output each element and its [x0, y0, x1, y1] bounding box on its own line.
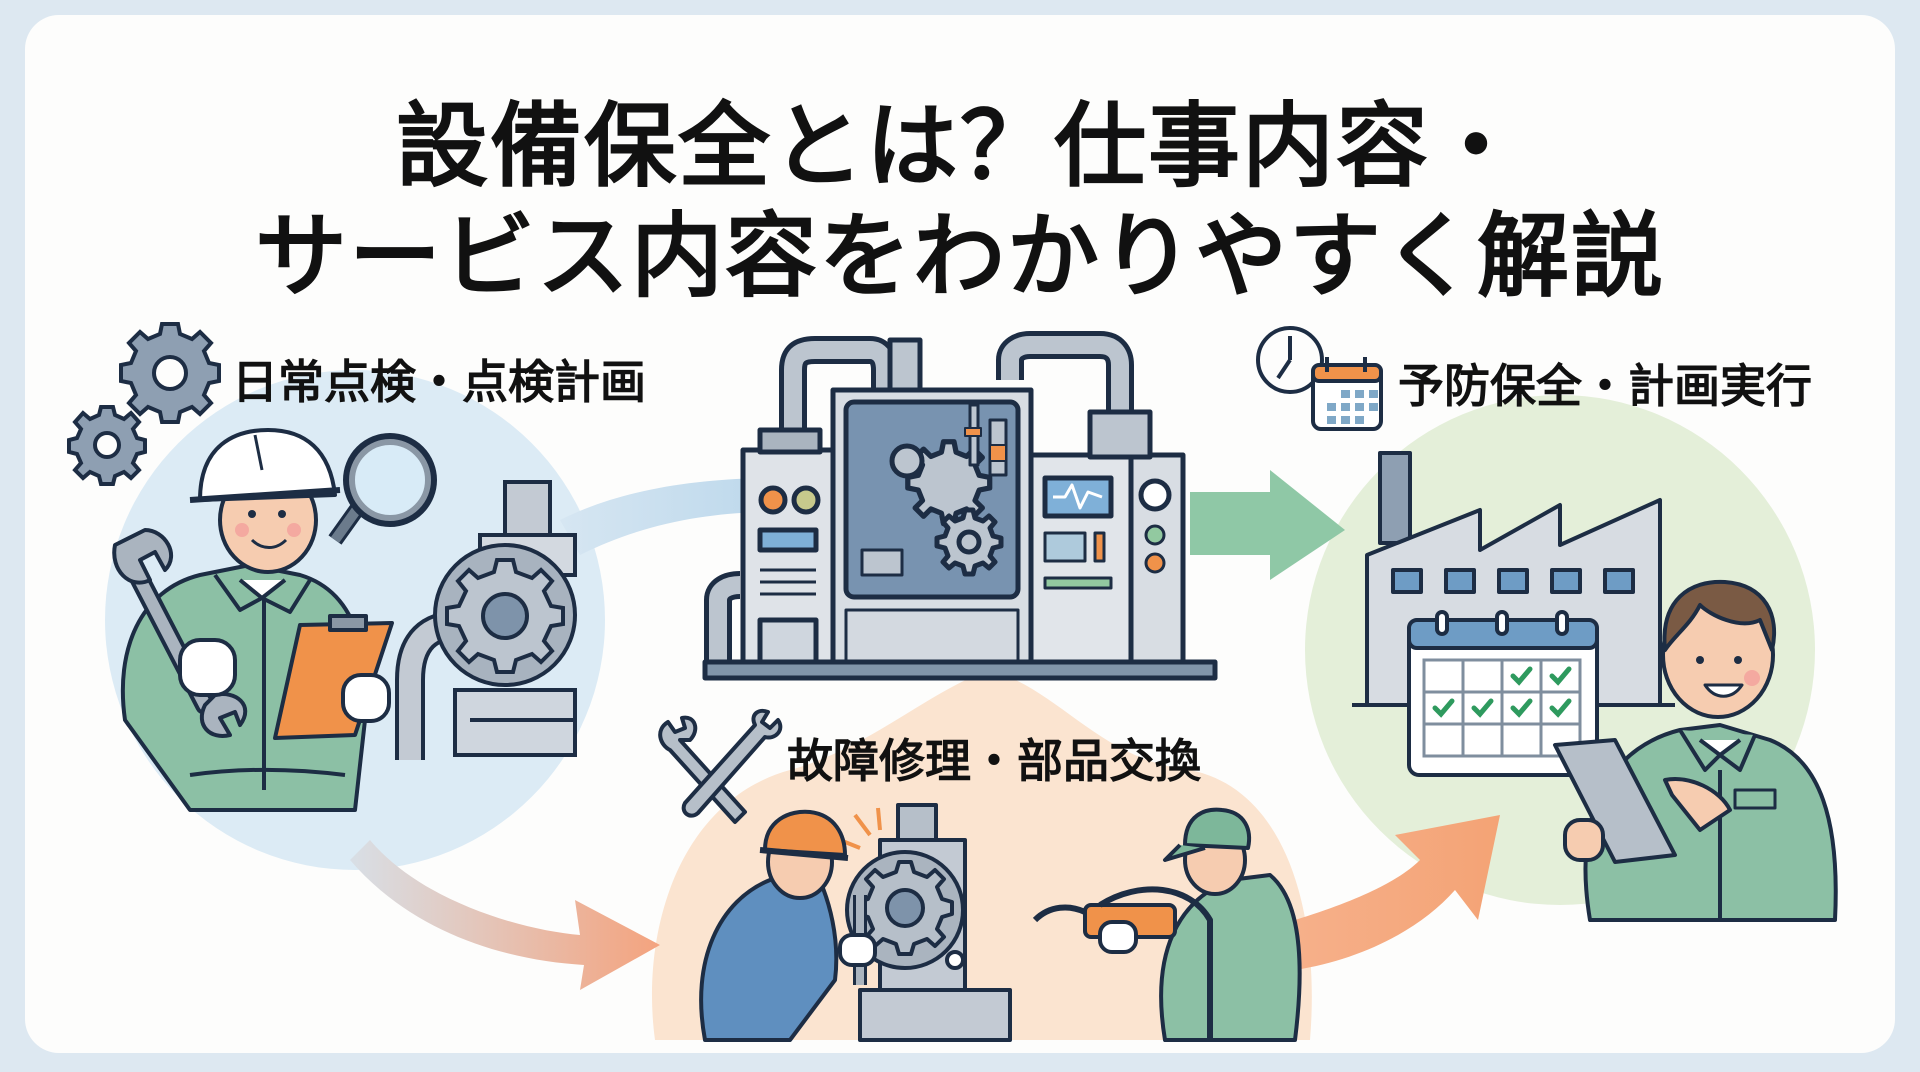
gear-icon — [119, 322, 221, 424]
checkmark-icon — [1549, 698, 1572, 718]
inspection-pump-machine — [395, 480, 577, 760]
maintenance-calendar — [1407, 610, 1599, 777]
checkmark-icon — [1510, 698, 1533, 718]
page-title-line-1: 設備保全とは？仕事内容・ — [395, 93, 1524, 200]
arrow-repair-to-preventive — [1295, 815, 1500, 970]
arrow-machine-to-preventive — [1190, 470, 1345, 580]
inspection-worker — [112, 428, 437, 812]
preventive-worker — [1553, 579, 1838, 922]
repair-scene — [699, 803, 1302, 1042]
arrow-inspection-to-machine — [560, 450, 820, 555]
checkmark-icon — [1549, 666, 1572, 686]
calendar-checkmarks — [1432, 666, 1572, 718]
section-label-repair: 故障修理・部品交換 — [787, 734, 1201, 788]
gear-icon-small — [67, 405, 147, 486]
arrow-inspection-to-repair — [350, 840, 660, 990]
clock-calendar-icon — [1256, 326, 1383, 431]
page-title-line-2: サービス内容をわかりやすく解説 — [254, 203, 1665, 310]
central-machine — [702, 331, 1218, 681]
section-label-preventive: 予防保全・計画実行 — [1398, 359, 1812, 413]
crossed-wrenches-icon — [658, 708, 783, 824]
checkmark-icon — [1432, 698, 1455, 718]
section-label-inspection: 日常点検・点検計画 — [232, 355, 646, 409]
checkmark-icon — [1510, 666, 1533, 686]
checkmark-icon — [1471, 698, 1494, 718]
